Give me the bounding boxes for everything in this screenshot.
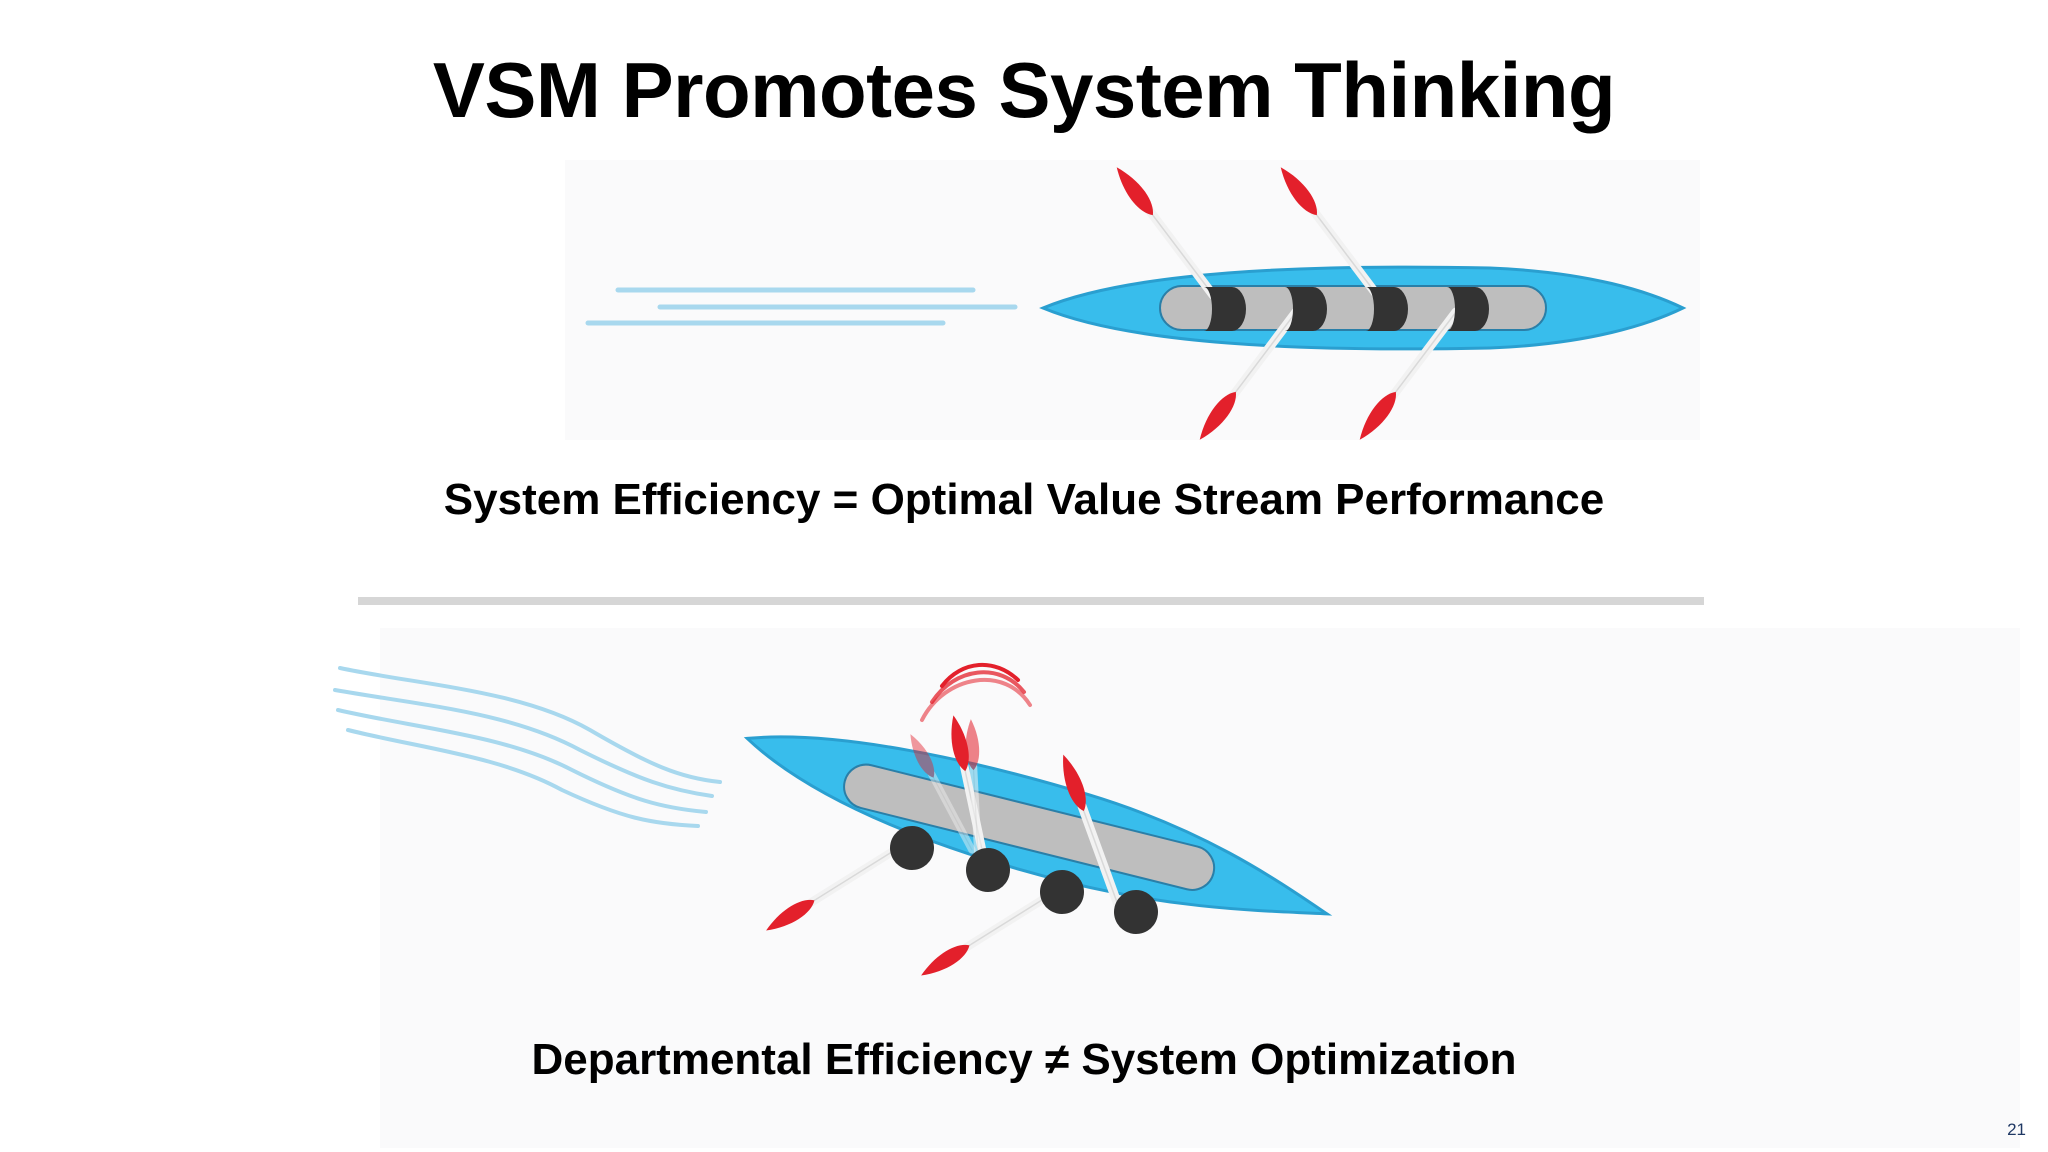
caption-departmental-efficiency: Departmental Efficiency ≠ System Optimiz… (531, 1035, 1517, 1084)
turbulent-wake-lines (333, 666, 722, 828)
rowers (890, 826, 1158, 934)
misaligned-rowboat-illustration (333, 663, 1333, 982)
rowers (1204, 287, 1489, 331)
caption-system-efficiency: System Efficiency = Optimal Value Stream… (443, 475, 1605, 524)
page-number: 21 (2007, 1120, 2026, 1139)
boat-cockpit (843, 763, 1216, 891)
aligned-rowboat-illustration (585, 162, 1687, 444)
slide-title: VSM Promotes System Thinking (432, 46, 1616, 134)
speed-lines (585, 287, 1018, 326)
section-divider (358, 597, 1704, 605)
alarm-arcs-icon (920, 663, 1032, 722)
